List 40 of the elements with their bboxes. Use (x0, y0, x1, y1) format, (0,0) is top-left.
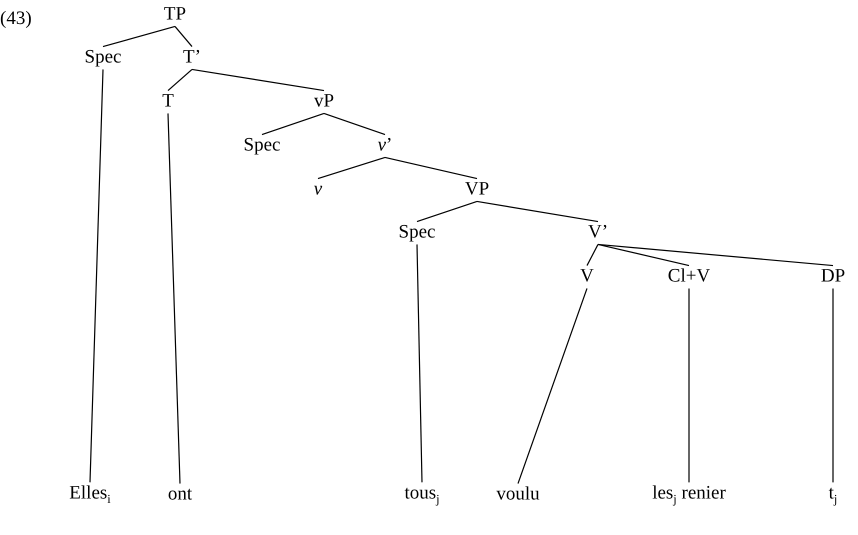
example-number: (43) (0, 8, 32, 30)
tree-branch (318, 156, 386, 180)
tree-branch (598, 244, 690, 266)
category-label: DP (820, 266, 846, 288)
word-label: ont (168, 484, 192, 506)
category-label: v’ (378, 136, 392, 156)
category-label: Cl+V (668, 266, 710, 288)
word-label: t$_{j}$ (828, 483, 838, 507)
category-label: V’ (588, 222, 608, 244)
category-label: V (580, 266, 594, 288)
word-label: tous$_{j}$ (404, 483, 440, 507)
tree-branch (416, 244, 423, 482)
category-label: VP (464, 180, 490, 200)
tree-branch (324, 112, 386, 136)
category-label: Spec (398, 222, 436, 244)
tree-branch (102, 26, 176, 48)
tree-branch (517, 288, 588, 484)
word-label: les$_{j}$ renier (652, 483, 726, 507)
category-label: T (162, 92, 174, 112)
tree-branch (688, 288, 690, 482)
tree-branch (167, 113, 181, 484)
tree-branch (89, 69, 104, 482)
word-label: voulu (496, 484, 540, 506)
tree-branch (476, 200, 598, 222)
tree-branch (174, 26, 192, 47)
tree-branch (598, 244, 834, 266)
tree-branch (416, 200, 478, 222)
tree-branch (168, 69, 192, 91)
category-label: TP (164, 4, 186, 26)
tree-branch (586, 244, 599, 266)
tree-branch (384, 156, 478, 180)
word-label: Elles$_{i}$ (69, 483, 111, 507)
tree-branch (192, 68, 324, 92)
category-label: T’ (183, 48, 201, 68)
tree-branch (832, 288, 834, 482)
tree-branch (262, 112, 324, 136)
word-label: Spec (244, 136, 280, 156)
category-label: Spec (84, 48, 122, 68)
category-label: vP (314, 92, 334, 112)
word-label: v (314, 180, 322, 200)
